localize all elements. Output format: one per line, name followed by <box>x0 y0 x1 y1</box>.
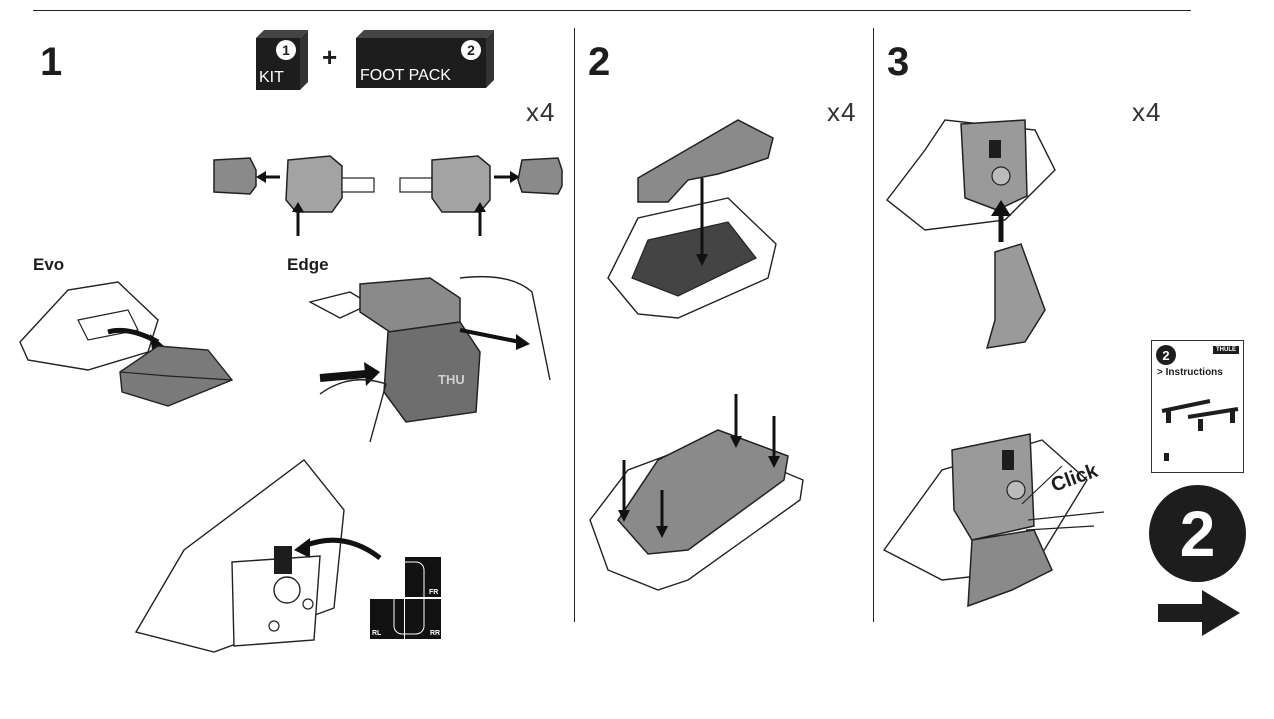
zone-fr <box>405 557 441 597</box>
step-1-quantity: x4 <box>526 97 556 127</box>
zone-fr-label: FR <box>429 589 439 596</box>
evo-cover-illustration <box>19 281 234 407</box>
edge-brand-text: THU <box>438 372 465 387</box>
click-label-svg: Click <box>1048 459 1101 496</box>
booklet-badge: 2 <box>1156 345 1176 365</box>
zone-rr <box>405 599 441 639</box>
small-part-icon <box>1164 453 1169 461</box>
pad-top-illustration <box>607 119 777 319</box>
zone-rr-label: RR <box>430 630 441 637</box>
step-2-quantity: x4 <box>827 97 857 127</box>
foot-disassembly-illustration <box>213 155 563 236</box>
click-text: Click <box>1048 459 1101 496</box>
booklet-brand: THULE <box>1213 346 1239 354</box>
edge-cover-illustration: THU <box>308 275 551 443</box>
plus-sign: + <box>322 42 338 72</box>
booklet-title: > Instructions <box>1157 367 1223 378</box>
next-step-circle: 2 <box>1149 485 1246 582</box>
pad-install-illustration <box>589 394 804 591</box>
edge-label: Edge <box>287 255 329 274</box>
step-3-number: 3 <box>887 40 910 84</box>
top-rule <box>33 10 1191 11</box>
kit-badge: 1 <box>276 40 296 60</box>
foot-pack-label: FOOT PACK <box>360 67 451 84</box>
zone-rl-label: RL <box>372 630 382 637</box>
step-1-number: 1 <box>40 40 63 84</box>
evo-label: Evo <box>33 255 65 274</box>
next-booklet: 2 THULE > Instructions <box>1151 340 1244 473</box>
kit-label: KIT <box>259 69 284 86</box>
next-arrow-icon <box>1158 590 1240 636</box>
bracket-attach-illustration <box>886 119 1056 349</box>
bracket-click-illustration <box>882 433 1105 608</box>
column-divider-1 <box>574 28 575 622</box>
car-outline-icon <box>393 561 425 635</box>
foot-pack-badge: 2 <box>461 40 481 60</box>
column-divider-2 <box>873 28 874 622</box>
step-3-quantity: x4 <box>1132 97 1162 127</box>
step-2-number: 2 <box>588 40 611 84</box>
foot-sticker-illustration <box>134 459 382 653</box>
zone-rl <box>370 599 404 639</box>
roof-bars-icon <box>1161 399 1239 431</box>
